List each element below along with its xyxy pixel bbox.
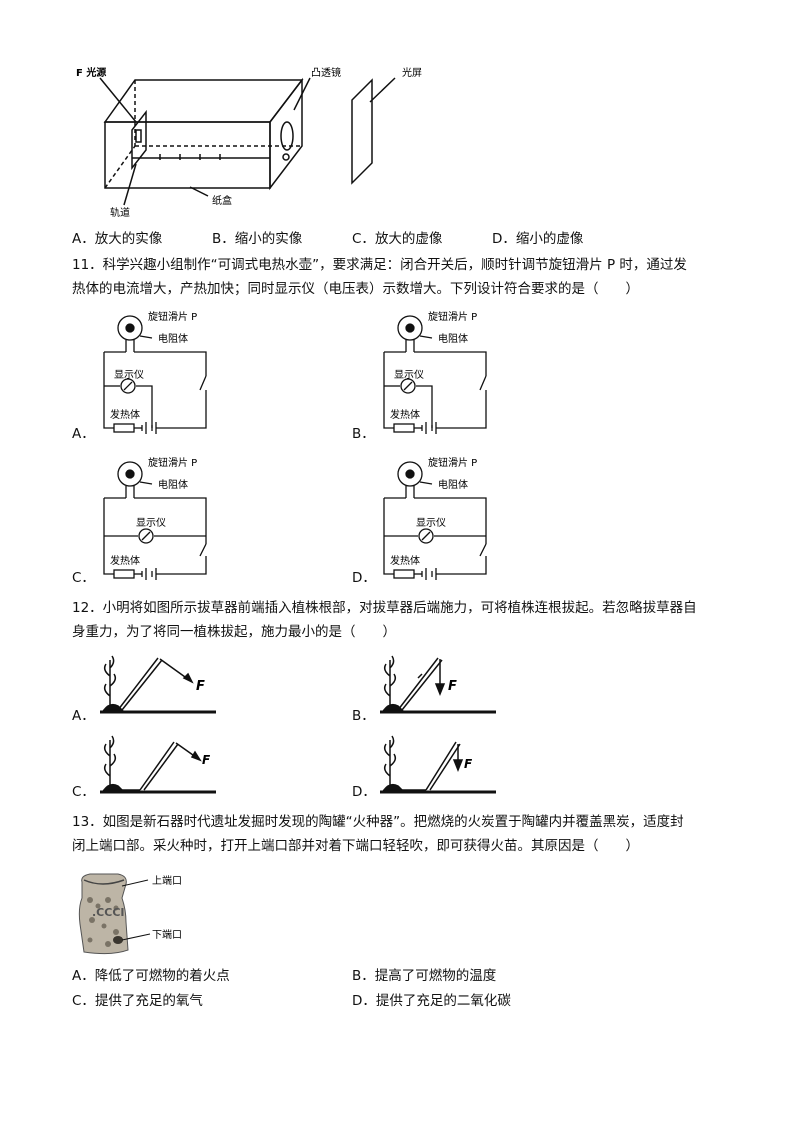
label-slider: 旋钮滑片 P (148, 456, 197, 469)
label-top-port: 上端口 (152, 874, 182, 887)
label-heater: 发热体 (390, 408, 420, 421)
label-heater: 发热体 (390, 554, 420, 567)
label-resistor: 电阻体 (438, 332, 468, 345)
option-text: 缩小的虚像 (515, 231, 584, 247)
weeder-a: F (100, 655, 216, 714)
weeder-d: F (380, 735, 496, 794)
label-heater: 发热体 (110, 554, 140, 567)
option-text: 放大的虚像 (374, 231, 443, 247)
fire-jar-photo: .CCCI 上端口 下端口 (78, 873, 182, 955)
q12-option-a[interactable]: A． (72, 708, 95, 724)
weeder-c: F (100, 735, 216, 794)
label-bottom-port: 下端口 (152, 928, 182, 941)
force-label: F (202, 753, 211, 767)
option-text: 提供了充足的二氧化碳 (375, 993, 511, 1009)
option-text: 提供了充足的氧气 (94, 993, 203, 1009)
q11-option-a[interactable]: A． (72, 426, 95, 442)
q13-stem-line1: 13．如图是新石器时代遗址发掘时发现的陶罐“火种器”。把燃烧的火炭置于陶罐内并覆… (72, 814, 684, 830)
svg-text:.CCCI: .CCCI (92, 906, 125, 919)
q12-stem-line1: 12．小明将如图所示拔草器前端插入植株根部，对拔草器后端施力，可将植株连根拔起。… (72, 600, 697, 616)
option-letter: A． (72, 231, 95, 247)
option-letter: C． (352, 231, 375, 247)
label-meter: 显示仪 (136, 517, 166, 529)
label-resistor: 电阻体 (158, 332, 188, 345)
label-heater: 发热体 (110, 408, 140, 421)
label-paper-box: 纸盒 (212, 194, 232, 207)
label-track: 轨道 (110, 206, 130, 219)
option-text: 降低了可燃物的着火点 (94, 968, 230, 984)
option-letter: C． (72, 993, 95, 1009)
q13-stem-line2: 闭上端口部。采火种时，打开上端口部并对着下端口轻轻吹，即可获得火苗。其原因是（ … (72, 838, 639, 854)
option-letter: B． (352, 968, 375, 984)
option-letter: B． (212, 231, 235, 247)
label-resistor: 电阻体 (158, 478, 188, 491)
q10-option-d[interactable]: D．缩小的虚像 (492, 229, 583, 249)
option-text: 缩小的实像 (234, 231, 303, 247)
q11-option-d[interactable]: D． (352, 570, 376, 586)
label-screen: 光屏 (402, 66, 422, 79)
q11-stem-line2: 热体的电流增大，产热加快；同时显示仪（电压表）示数增大。下列设计符合要求的是（ … (72, 281, 639, 297)
circuit-c: 旋钮滑片 P 电阻体 显示仪 发热体 (103, 456, 207, 580)
q13-option-b[interactable]: B．提高了可燃物的温度 (352, 966, 496, 986)
q10-option-c[interactable]: C．放大的虚像 (352, 229, 442, 249)
q12-option-b[interactable]: B． (352, 708, 375, 724)
weeder-b: F (380, 655, 496, 714)
label-slider: 旋钮滑片 P (428, 310, 477, 323)
q10-option-a[interactable]: A．放大的实像 (72, 229, 162, 249)
circuit-a: 旋钮滑片 P 电阻体 显示仪 发热体 (103, 310, 207, 434)
q12-option-c[interactable]: C． (72, 784, 95, 800)
label-slider: 旋钮滑片 P (148, 310, 197, 323)
option-text: 放大的实像 (94, 231, 163, 247)
force-label: F (448, 679, 457, 694)
label-lens: 凸透镜 (311, 66, 341, 79)
label-slider: 旋钮滑片 P (428, 456, 477, 469)
label-resistor: 电阻体 (438, 478, 468, 491)
q10-option-b[interactable]: B．缩小的实像 (212, 229, 302, 249)
q12-stem-line2: 身重力，为了将同一植株拔起，施力最小的是（ ） (72, 624, 396, 640)
label-meter: 显示仪 (394, 369, 424, 381)
q13-option-d[interactable]: D．提供了充足的二氧化碳 (352, 991, 511, 1011)
q11-option-c[interactable]: C． (72, 570, 95, 586)
option-letter: D． (492, 231, 516, 247)
label-meter: 显示仪 (416, 517, 446, 529)
q13-option-c[interactable]: C．提供了充足的氧气 (72, 991, 203, 1011)
label-light-source: F 光源 (76, 66, 106, 79)
optical-bench-diagram: F 光源 凸透镜 光屏 轨道 纸盒 (76, 66, 422, 219)
option-letter: A． (72, 968, 95, 984)
circuit-b: 旋钮滑片 P 电阻体 显示仪 发热体 (383, 310, 487, 434)
q11-option-b[interactable]: B． (352, 426, 375, 442)
label-meter: 显示仪 (114, 369, 144, 381)
option-letter: D． (352, 993, 376, 1009)
force-label: F (196, 679, 205, 694)
force-label: F (464, 757, 473, 771)
q12-option-d[interactable]: D． (352, 784, 376, 800)
circuit-d: 旋钮滑片 P 电阻体 显示仪 发热体 (383, 456, 487, 580)
q11-stem-line1: 11．科学兴趣小组制作“可调式电热水壶”，要求满足：闭合开关后，顺时针调节旋钮滑… (72, 257, 687, 273)
q13-option-a[interactable]: A．降低了可燃物的着火点 (72, 966, 230, 986)
option-text: 提高了可燃物的温度 (374, 968, 497, 984)
